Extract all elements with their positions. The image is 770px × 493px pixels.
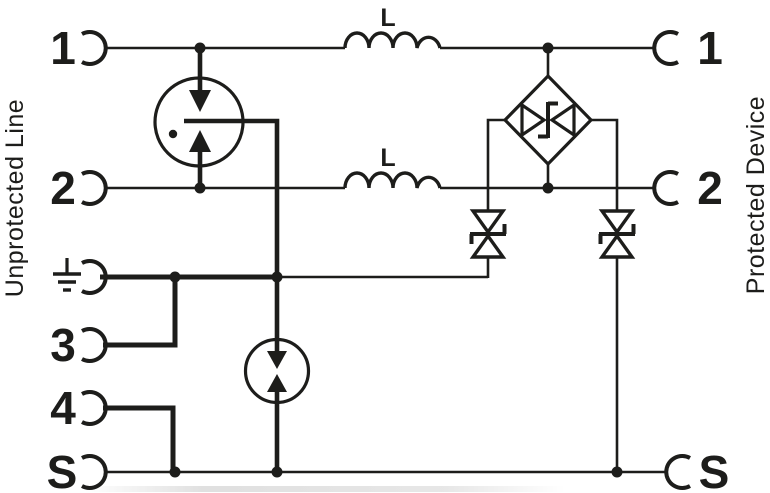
terminal-label-right-s: S bbox=[699, 446, 730, 493]
tvs-triangle-bottom bbox=[598, 233, 636, 259]
terminal-label-left-3: 3 bbox=[50, 319, 76, 371]
inductor-top: L bbox=[343, 4, 442, 49]
main-wires bbox=[104, 46, 667, 474]
tvs-triangle-right bbox=[549, 101, 576, 139]
terminal-labels: 1 2 3 4 S 1 2 S bbox=[47, 22, 730, 493]
tvs-triangle-top bbox=[469, 209, 507, 235]
terminal-arc-right-s bbox=[664, 454, 691, 490]
unprotected-line-label: Unprotected Line bbox=[1, 99, 29, 297]
inductor-coil-icon bbox=[343, 171, 442, 189]
terminal-arc-right-1 bbox=[652, 30, 679, 66]
junction-dot bbox=[169, 466, 181, 478]
tvs-triangle-bottom bbox=[469, 233, 507, 259]
junction-dot bbox=[169, 271, 181, 283]
earth-ground-icon bbox=[53, 258, 81, 292]
junction-dot bbox=[194, 182, 206, 194]
gdt-center-electrode-wire bbox=[184, 118, 280, 339]
terminal-label-right-1: 1 bbox=[697, 22, 723, 74]
junction-dot bbox=[194, 42, 206, 54]
inductor-top-label: L bbox=[380, 4, 395, 32]
terminal-arc-left-1 bbox=[81, 30, 108, 66]
junction-dot bbox=[271, 271, 283, 283]
gas-fill-dot-icon bbox=[168, 129, 178, 139]
right-terminal-arcs bbox=[652, 30, 691, 490]
inductor-mid: L bbox=[343, 144, 442, 189]
inductor-mid-label: L bbox=[380, 144, 395, 172]
junction-dot bbox=[611, 466, 623, 478]
junction-dot bbox=[542, 42, 554, 54]
bidirectional-tvs-horizontal-icon bbox=[520, 101, 576, 139]
thick-wires bbox=[100, 274, 277, 472]
terminal-arc-left-s bbox=[81, 454, 108, 490]
junction-dot bbox=[271, 466, 283, 478]
terminal-label-left-2: 2 bbox=[50, 162, 76, 214]
tvs-triangle-left bbox=[520, 101, 547, 139]
gas-discharge-tube-3-electrode-icon bbox=[153, 46, 280, 339]
bridge-right-leg-wire bbox=[591, 118, 619, 211]
junction-dots bbox=[169, 42, 623, 478]
bridge-tvs-module-icon bbox=[486, 48, 619, 211]
terminal-label-right-2: 2 bbox=[697, 162, 723, 214]
protected-device-label: Protected Device bbox=[742, 96, 770, 294]
bidirectional-tvs-right-icon bbox=[598, 209, 636, 472]
bridge-left-leg-wire bbox=[486, 118, 505, 211]
arrow-up-icon bbox=[189, 130, 211, 152]
junction-dot bbox=[542, 182, 554, 194]
bidirectional-tvs-left-icon bbox=[469, 209, 507, 278]
tvs-triangle-top bbox=[598, 209, 636, 235]
arrow-up-icon bbox=[267, 374, 287, 392]
terminal-label-left-1: 1 bbox=[50, 22, 76, 74]
bottom-fade-band bbox=[85, 486, 565, 492]
bridge-diamond-icon bbox=[502, 73, 594, 167]
terminal-arc-left-4 bbox=[81, 390, 108, 426]
terminal-label-left-4: 4 bbox=[50, 382, 76, 434]
gas-discharge-tube-2-electrode-icon bbox=[243, 337, 311, 472]
terminal-arc-left-ground bbox=[81, 259, 108, 295]
terminal-arc-right-2 bbox=[652, 170, 679, 206]
inductor-coil-icon bbox=[343, 31, 442, 49]
terminal-arc-left-2 bbox=[81, 170, 108, 206]
arrow-down-icon bbox=[189, 90, 211, 112]
wire-terminal3-to-ground bbox=[103, 279, 178, 348]
left-terminal-arcs bbox=[81, 30, 108, 490]
terminal-label-left-s: S bbox=[47, 446, 78, 493]
arrow-down-icon bbox=[267, 351, 287, 369]
terminal-arc-left-3 bbox=[81, 327, 108, 363]
wire-terminal4-to-shield bbox=[103, 405, 176, 472]
